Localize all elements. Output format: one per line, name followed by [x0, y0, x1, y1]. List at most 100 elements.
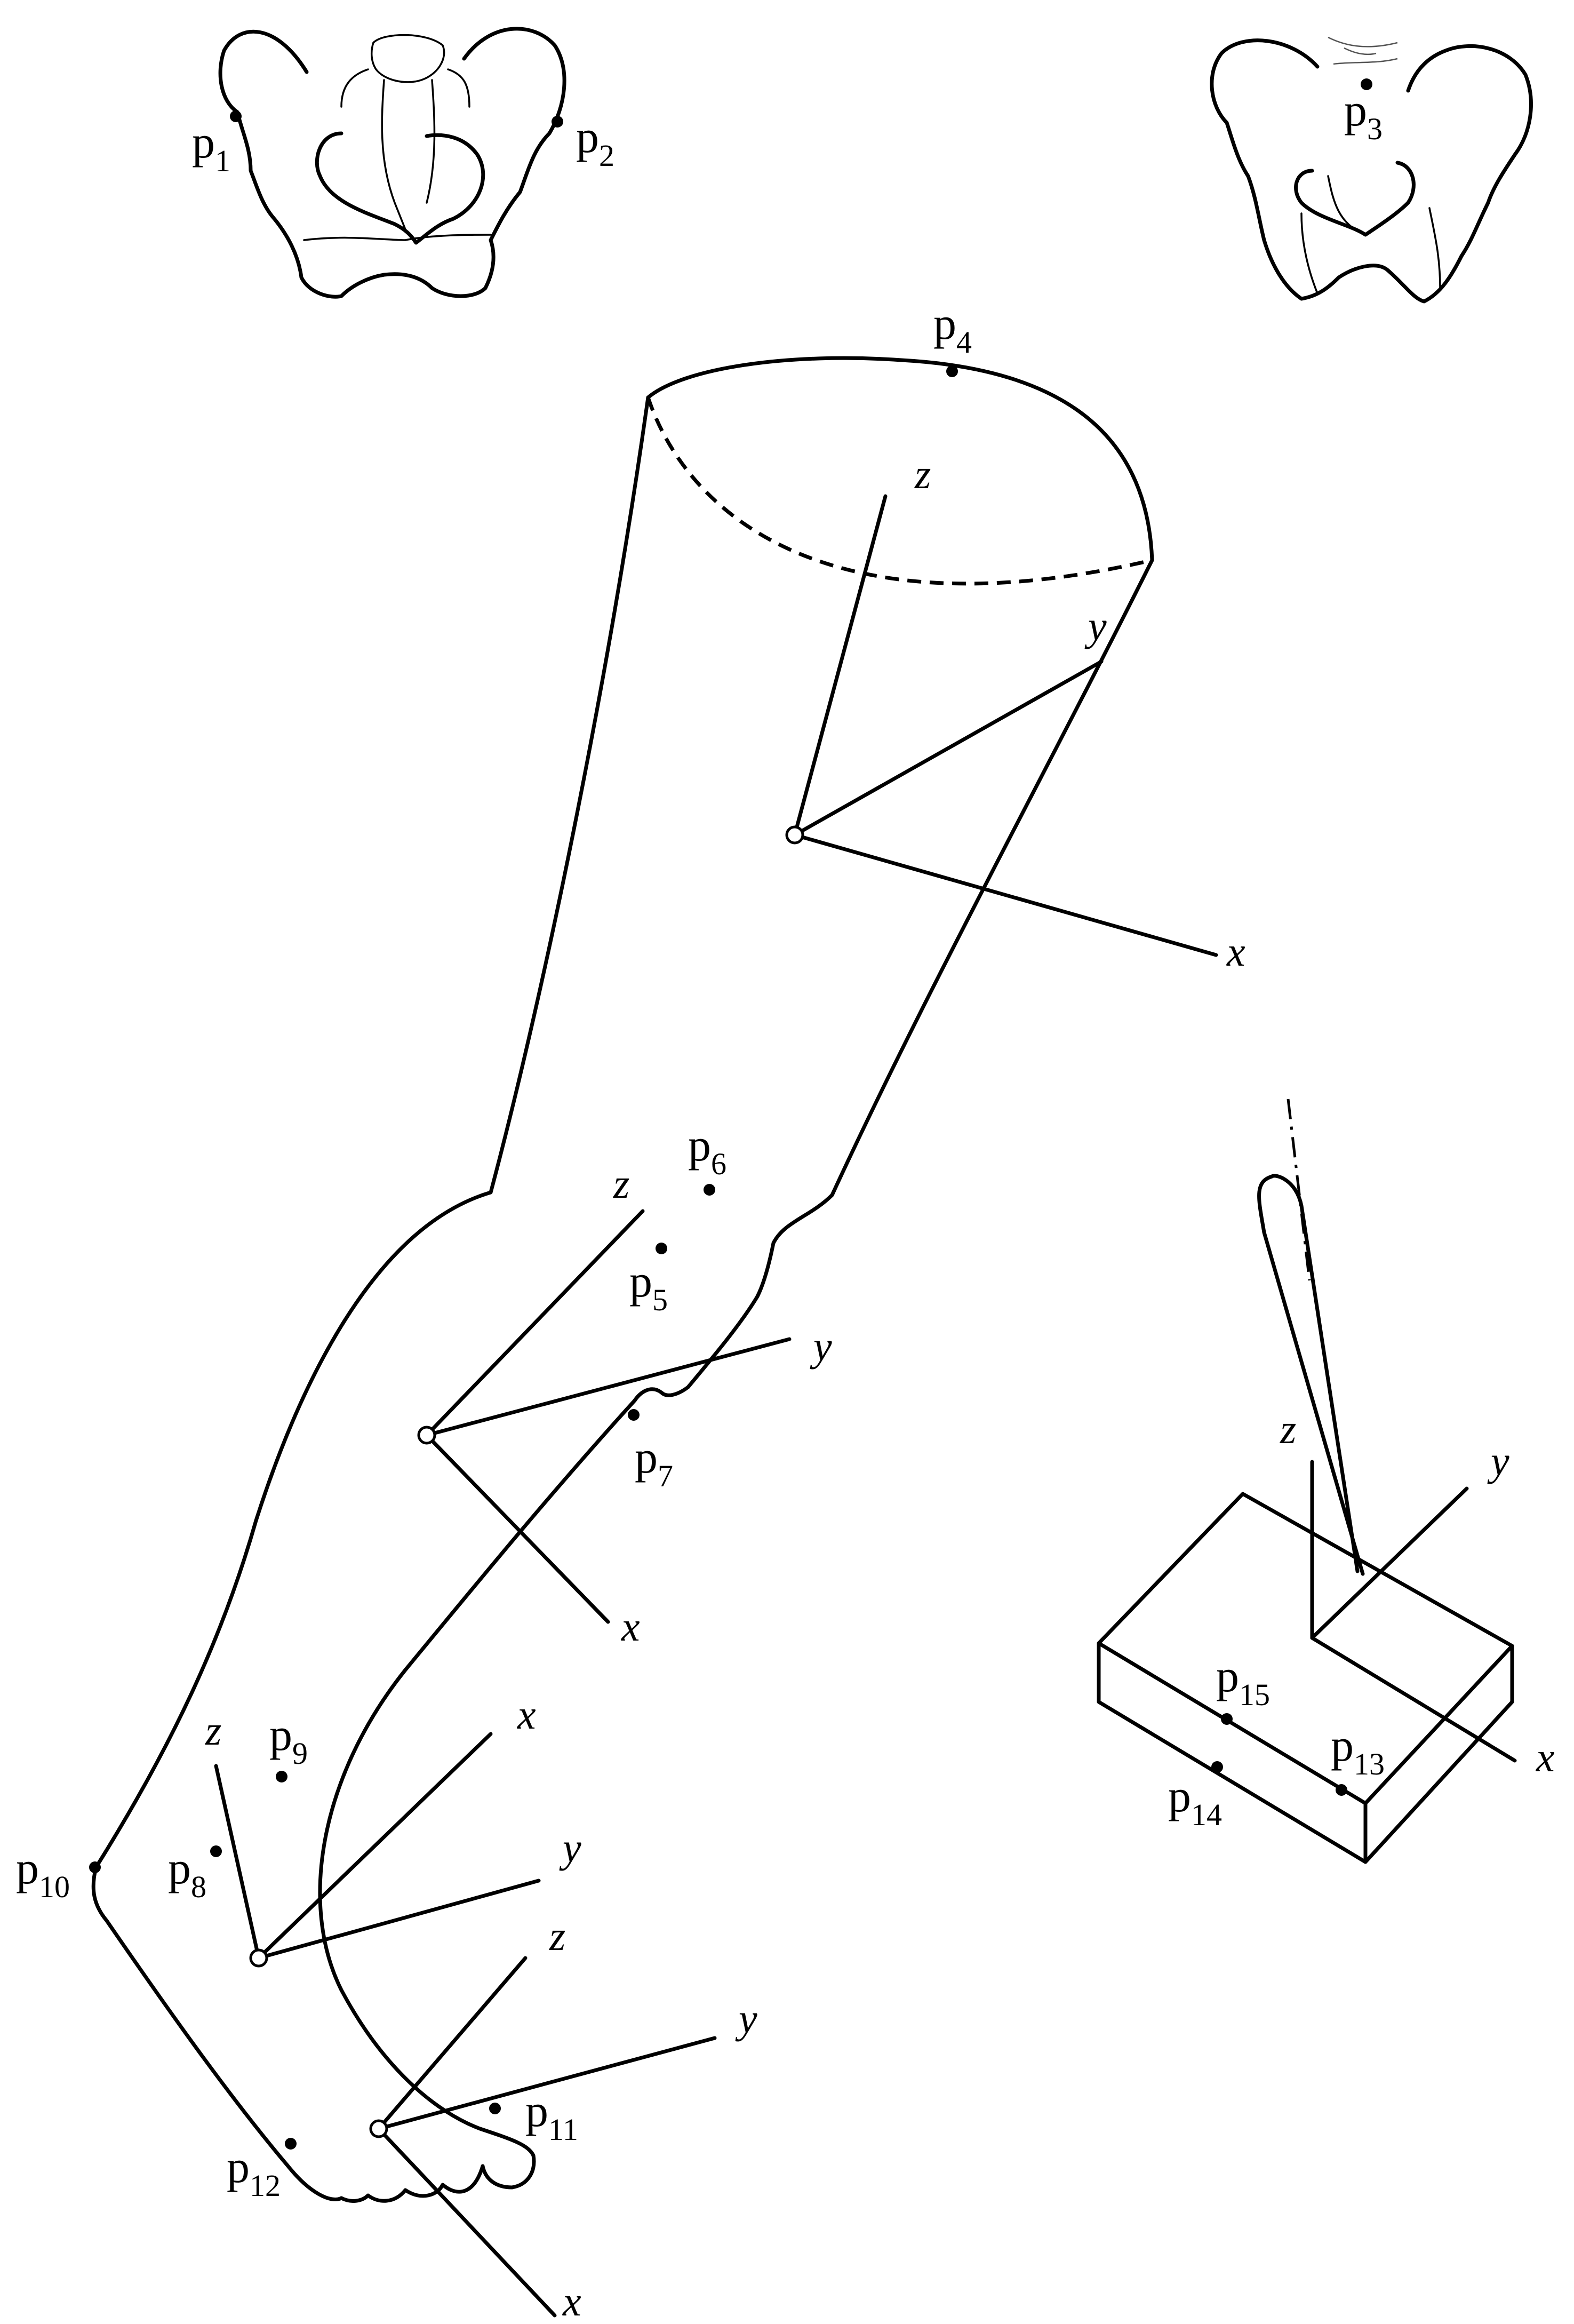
landmark-p13-dot	[1336, 1784, 1347, 1796]
foot-frame-x-label: x	[562, 2278, 581, 2324]
block-front-face	[1097, 1641, 1368, 1864]
thigh-cross-section-dashed	[646, 396, 1153, 586]
knee-frame-origin	[417, 1426, 436, 1445]
block-frame-x-axis	[1310, 1636, 1517, 1763]
pelvis-back-view	[1210, 36, 1533, 304]
knee-frame-z-axis	[425, 1209, 645, 1437]
ankle-frame-y-label: y	[559, 1825, 581, 1871]
foot-frame-z-label: z	[549, 1913, 565, 1959]
ankle-frame-y-axis	[257, 1879, 541, 1960]
knee-frame-x-label: x	[621, 1603, 640, 1650]
thigh-frame-z-axis	[793, 494, 888, 837]
knee-frame-y-label: y	[810, 1323, 832, 1370]
heel-sole-contour	[91, 1865, 343, 2201]
pelvis-back-sacrum	[1328, 36, 1398, 65]
landmark-p10-label: p10	[16, 1842, 70, 1904]
landmark-p12-dot	[285, 2138, 297, 2150]
landmark-p15: p15	[1216, 1650, 1270, 1725]
shank-front-contour	[318, 1398, 637, 2190]
pelvis-back-outline	[1210, 38, 1533, 304]
landmark-p15-label: p15	[1216, 1650, 1270, 1712]
landmark-p11: p11	[489, 2085, 578, 2147]
landmark-p3-label: p3	[1344, 84, 1383, 146]
landmark-p7-label: p7	[635, 1431, 673, 1493]
block-frame-y-label: y	[1487, 1438, 1509, 1484]
landmark-p12-label: p12	[227, 2141, 281, 2203]
landmark-p4-dot	[946, 365, 958, 377]
block-top-face	[1097, 1492, 1514, 1805]
ankle-frame: xyz	[205, 1691, 581, 1968]
foot-frame-x-axis	[377, 2127, 557, 2318]
landmark-p5-label: p5	[629, 1255, 668, 1317]
block-frame: x y z	[1280, 1406, 1555, 1780]
shank-and-foot	[91, 1294, 760, 2203]
foot-toes	[339, 2164, 485, 2203]
block-frame-x-label: x	[1536, 1734, 1555, 1780]
knee-frame: x y z	[417, 1160, 832, 1650]
knee-frame-x-axis	[425, 1433, 610, 1624]
landmark-p8: p8	[168, 1842, 222, 1904]
landmark-p5-dot	[656, 1243, 667, 1254]
thigh-frame-y-axis	[793, 659, 1104, 837]
thigh-frame-y-label: y	[1084, 603, 1107, 649]
thigh-anterior-contour	[755, 558, 1154, 1299]
landmark-p8-label: p8	[168, 1842, 206, 1904]
foot-frame-y-label: y	[735, 1995, 757, 2042]
landmark-p14-label: p14	[1168, 1770, 1222, 1832]
landmark-p11-dot	[489, 2103, 501, 2114]
thigh-frame: xyz	[785, 451, 1245, 975]
ankle-frame-x-axis	[257, 1732, 493, 1960]
landmark-points: p1 p2 p3 p4 p5 p6 p7 p8 p9 p10 p11 p12 p13 p14 p15	[16, 78, 1385, 2203]
landmark-p6-label: p6	[688, 1119, 726, 1181]
landmark-p2: p2	[552, 111, 614, 173]
landmark-p15-dot	[1221, 1713, 1233, 1725]
landmark-p7: p7	[628, 1409, 673, 1493]
landmark-p1-dot	[230, 110, 242, 122]
knee-front-contour	[633, 1294, 760, 1403]
knee-frame-y-axis	[425, 1337, 792, 1437]
block-frame-z-label: z	[1280, 1406, 1296, 1452]
rod-center-axis	[1287, 1099, 1311, 1281]
landmark-p2-label: p2	[576, 111, 614, 173]
thigh-frame-x-label: x	[1226, 928, 1245, 975]
landmark-p14: p14	[1168, 1761, 1223, 1832]
landmark-p14-dot	[1211, 1761, 1223, 1773]
landmark-p13-label: p13	[1331, 1720, 1385, 1781]
landmark-p9-dot	[276, 1771, 287, 1782]
landmark-p2-dot	[552, 116, 563, 128]
block-side-face	[1363, 1644, 1514, 1864]
pelvis-back-lines	[1300, 175, 1441, 295]
landmark-p5: p5	[629, 1243, 668, 1317]
knee-frame-z-label: z	[613, 1160, 629, 1207]
ankle-frame-z-axis	[214, 1764, 261, 1960]
ankle-frame-z-label: z	[205, 1707, 221, 1754]
landmark-p7-dot	[628, 1409, 640, 1421]
pelvis-front-inlet	[315, 131, 485, 245]
thigh-posterior-contour	[94, 395, 650, 1869]
pelvis-front-floor	[303, 234, 492, 241]
block-frame-y-axis	[1310, 1486, 1469, 1640]
thigh-top-outline	[646, 356, 1154, 562]
pointer-block	[1097, 1099, 1514, 1864]
landmark-p12: p12	[227, 2138, 297, 2203]
landmark-p9-label: p9	[269, 1709, 308, 1771]
landmark-p4-label: p4	[933, 298, 972, 360]
landmark-p6-dot	[704, 1184, 715, 1196]
pelvis-front-outline	[218, 27, 566, 299]
thigh-frame-origin	[785, 825, 804, 845]
landmark-p9: p9	[269, 1709, 308, 1782]
landmark-p11-label: p11	[525, 2085, 578, 2147]
landmark-p3-dot	[1361, 78, 1372, 90]
landmark-p4: p4	[933, 298, 972, 377]
rod-body	[1257, 1174, 1365, 1576]
landmark-p6: p6	[688, 1119, 726, 1196]
foot-frame-y-axis	[377, 2036, 717, 2131]
foot-frame-origin	[369, 2119, 388, 2138]
foot-frame: x y z	[369, 1913, 757, 2324]
ankle-frame-origin	[249, 1948, 268, 1968]
landmark-p3: p3	[1344, 78, 1383, 146]
landmark-p1-label: p1	[192, 116, 230, 178]
landmark-p8-dot	[210, 1845, 222, 1857]
pelvis-back-inner	[1294, 161, 1416, 237]
thigh	[94, 356, 1154, 1869]
